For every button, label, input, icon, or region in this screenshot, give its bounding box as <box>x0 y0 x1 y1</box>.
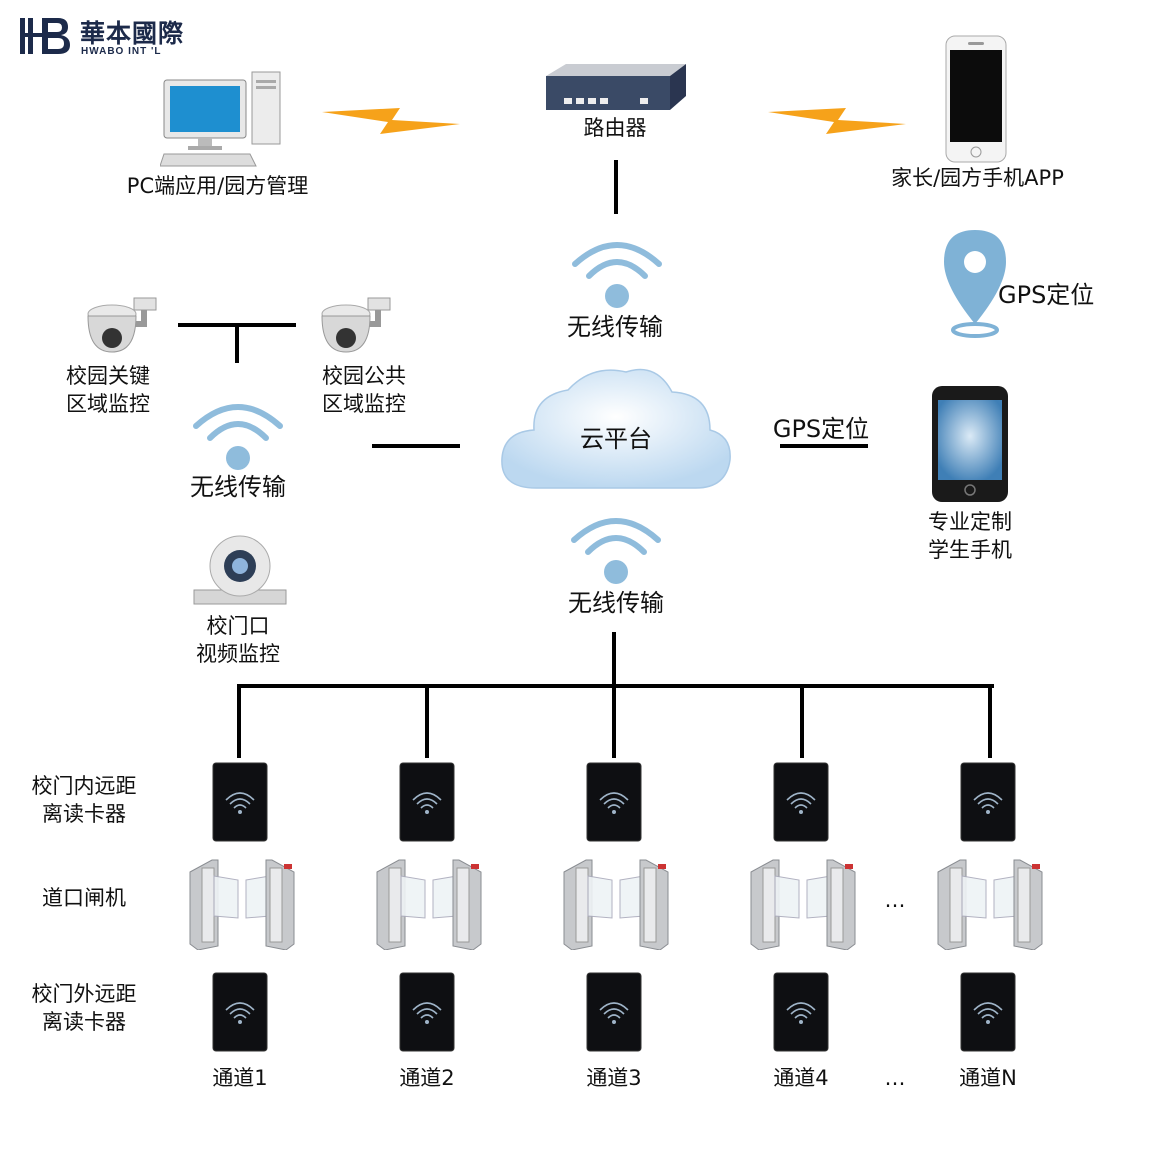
row-outer-reader-line2: 离读卡器 <box>42 1010 126 1034</box>
inner-card-reader-icon <box>212 762 268 842</box>
channel-label: 通道2 <box>399 1066 455 1090</box>
turnstile-gate-icon <box>375 858 483 950</box>
bus-trunk-line <box>612 632 616 686</box>
router-link-line <box>614 160 618 214</box>
outer-card-reader-icon <box>212 972 268 1052</box>
row-outer-reader-label: 校门外远距 离读卡器 <box>14 980 154 1036</box>
bus-drop-line <box>612 684 616 758</box>
bus-drop-line <box>988 684 992 758</box>
brand-name-cn: 華本國際 <box>80 19 185 48</box>
outer-card-reader-icon <box>586 972 642 1052</box>
student-phone-icon <box>932 386 1008 502</box>
brand-logo: 華本國際 HWABO INT 'L <box>18 14 218 62</box>
cam-gate-label: 校门口 视频监控 <box>178 612 298 668</box>
brand-name-en: HWABO INT 'L <box>81 46 162 57</box>
wireless-bolt-icon <box>768 108 906 134</box>
cam-public-label-line1: 校园公共 <box>322 364 406 388</box>
channel-ellipsis: … <box>884 1066 906 1090</box>
row-inner-reader-line1: 校门内远距 <box>31 774 137 798</box>
dome-camera-icon <box>321 297 391 353</box>
desktop-computer-icon <box>160 71 281 167</box>
bus-drop-line <box>237 684 241 758</box>
row-outer-reader-line1: 校门外远距 <box>31 982 137 1006</box>
wireless-top-label: 无线传输 <box>567 313 663 341</box>
router-label: 路由器 <box>583 116 647 140</box>
cam-key-label-line2: 区域监控 <box>66 392 150 416</box>
wifi-icon <box>572 242 662 308</box>
cloud-link-left-line <box>372 444 460 448</box>
cam-key-label-line1: 校园关键 <box>66 364 150 388</box>
bus-drop-line <box>800 684 804 758</box>
bus-drop-line <box>425 684 429 758</box>
turnstile-gate-icon <box>936 858 1044 950</box>
outer-card-reader-icon <box>960 972 1016 1052</box>
student-phone-label: 专业定制 学生手机 <box>910 508 1030 564</box>
pc-label: PC端应用/园方管理 <box>126 174 309 198</box>
row-inner-reader-line2: 离读卡器 <box>42 802 126 826</box>
outer-card-reader-icon <box>399 972 455 1052</box>
cam-public-label-line2: 区域监控 <box>322 392 406 416</box>
cam-gate-label-line2: 视频监控 <box>196 642 280 666</box>
channel-label: 通道4 <box>773 1066 829 1090</box>
router-icon <box>546 64 686 110</box>
cloud-icon <box>501 368 731 489</box>
gps-right-label: GPS定位 <box>998 281 1095 309</box>
row-inner-reader-label: 校门内远距 离读卡器 <box>14 772 154 828</box>
channel-label: 通道1 <box>212 1066 268 1090</box>
channel-label: 通道N <box>959 1066 1017 1090</box>
wireless-left-label: 无线传输 <box>190 473 286 501</box>
gps-link-label: GPS定位 <box>772 415 870 443</box>
outer-card-reader-icon <box>773 972 829 1052</box>
row-gate-label: 道口闸机 <box>42 886 126 910</box>
turnstile-gate-icon <box>749 858 857 950</box>
gate-camera-icon <box>193 535 287 605</box>
cloud-label: 云平台 <box>580 425 652 453</box>
gate-ellipsis: … <box>884 888 906 912</box>
wifi-icon <box>193 404 283 470</box>
student-phone-label-line2: 学生手机 <box>928 538 1012 562</box>
phone-app-label: 家长/园方手机APP <box>891 166 1064 190</box>
wireless-bottom-label: 无线传输 <box>568 589 664 617</box>
wifi-icon <box>571 518 661 584</box>
turnstile-gate-icon <box>188 858 296 950</box>
turnstile-gate-icon <box>562 858 670 950</box>
cam-key-label: 校园关键 区域监控 <box>48 362 168 418</box>
smartphone-icon <box>945 35 1007 163</box>
inner-card-reader-icon <box>773 762 829 842</box>
brand-logo-mark-icon <box>20 18 70 54</box>
gps-pin-icon <box>944 230 1006 338</box>
cam-gate-label-line1: 校门口 <box>206 614 270 638</box>
inner-card-reader-icon <box>399 762 455 842</box>
camera-link-line <box>235 323 239 363</box>
inner-card-reader-icon <box>960 762 1016 842</box>
dome-camera-icon <box>87 297 157 353</box>
wireless-bolt-icon <box>322 108 460 134</box>
channel-label: 通道3 <box>586 1066 642 1090</box>
cam-public-label: 校园公共 区域监控 <box>304 362 424 418</box>
student-phone-label-line1: 专业定制 <box>928 510 1012 534</box>
gps-link-line <box>780 444 868 448</box>
inner-card-reader-icon <box>586 762 642 842</box>
